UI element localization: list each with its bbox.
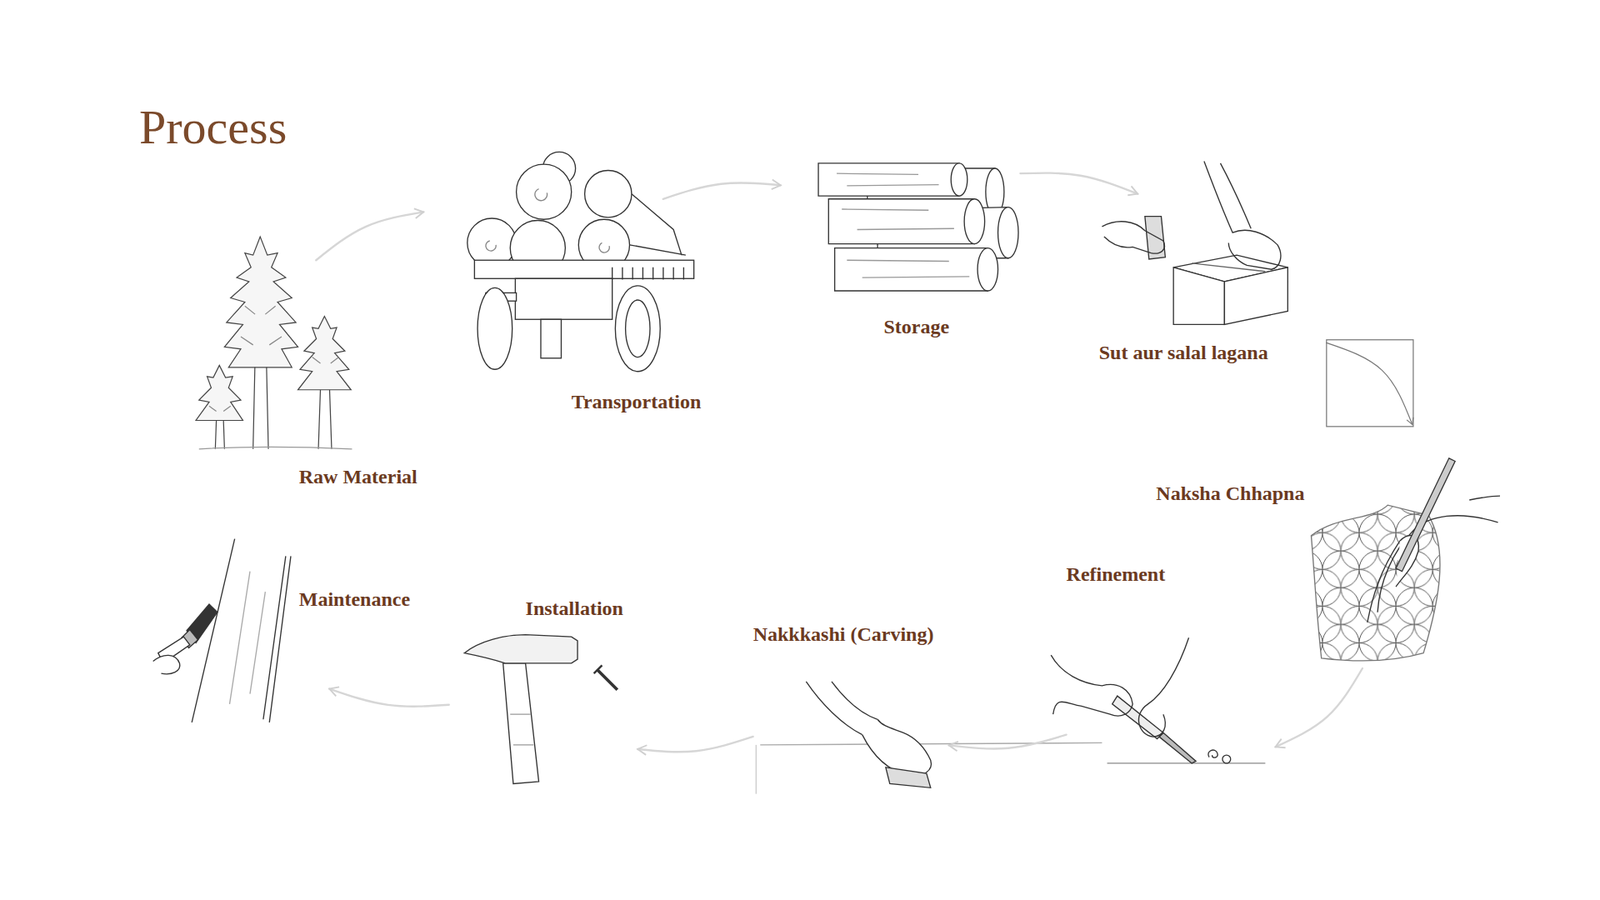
step-label: Naksha Chhapna [1155, 481, 1305, 506]
step-label: Nakkkashi (Carving) [753, 622, 935, 647]
marking-hands-sketch [1224, 267, 1288, 325]
process-step: Nakkkashi (Carving) [753, 620, 950, 794]
pattern-drawing-sketch [1395, 458, 1455, 572]
process-step: Storage [780, 173, 1021, 342]
log-stack-sketch [835, 248, 989, 291]
process-step: Installation [449, 595, 639, 788]
brush-plank-sketch [153, 539, 291, 723]
chisel-hands-sketch [1107, 762, 1266, 764]
hammer-sketch [596, 669, 617, 690]
sanding-hand-sketch [755, 681, 1102, 795]
step-label: Installation [525, 596, 624, 621]
log-truck-sketch [630, 194, 686, 255]
chisel-hands-sketch [1222, 755, 1231, 764]
square-diagram [1326, 340, 1414, 427]
process-step: Raw Material [235, 260, 430, 492]
marking-hands-sketch [1191, 263, 1265, 272]
sanding-hand-sketch [805, 681, 862, 735]
brush-plank-sketch [263, 555, 291, 723]
step-label: Storage [883, 315, 950, 340]
step-label: Sut aur salal lagana [1099, 340, 1269, 365]
flow-arrow [949, 735, 1067, 750]
flow-arrow [1020, 173, 1138, 195]
sanding-hand-sketch [760, 742, 1102, 745]
pattern-drawing-sketch [1305, 458, 1500, 674]
chisel-hands-sketch [1138, 637, 1189, 737]
log-stack-sketch [950, 163, 968, 196]
log-stack-sketch [836, 173, 970, 278]
flow-arrow [663, 182, 781, 199]
marking-hands-sketch [1101, 160, 1288, 325]
log-stack-sketch [818, 163, 960, 196]
hammer-sketch [510, 714, 534, 745]
log-stack-sketch [998, 207, 1019, 259]
hammer-sketch [594, 665, 603, 674]
sanding-hand-sketch [885, 767, 931, 788]
sanding-hand-sketch [831, 681, 878, 720]
marking-hands-sketch [1145, 216, 1165, 260]
marking-hands-sketch [1204, 160, 1281, 270]
log-truck-sketch [612, 267, 685, 280]
pattern-drawing-sketch [1377, 515, 1498, 613]
hammer-sketch [464, 635, 578, 664]
log-truck-sketch [515, 278, 612, 320]
log-truck-sketch [615, 285, 660, 372]
process-step: Naksha Chhapna [1155, 424, 1500, 669]
square-diagram [1326, 340, 1414, 427]
sanding-hand-sketch [862, 719, 932, 776]
tree-sketch [209, 305, 340, 411]
hammer-sketch [503, 663, 540, 784]
tree-sketch [199, 446, 353, 449]
step-label: Transportation [571, 390, 702, 415]
tree-sketch [224, 236, 298, 368]
log-truck-sketch [485, 189, 610, 254]
flow-arrow [1275, 668, 1363, 747]
step-label: Raw Material [299, 465, 418, 490]
marking-hands-sketch [1173, 267, 1225, 325]
log-truck-sketch [625, 300, 650, 358]
step-label: Maintenance [299, 587, 410, 612]
process-step: Maintenance [153, 530, 430, 690]
tree-sketch [195, 365, 243, 420]
pattern-drawing-sketch [1367, 540, 1400, 623]
chisel-hands-sketch [1208, 750, 1218, 758]
log-truck-sketch [474, 260, 694, 279]
brush-plank-sketch [230, 571, 266, 705]
process-step: Sut aur salal lagana [1099, 194, 1327, 344]
marking-hands-sketch [1220, 163, 1251, 229]
flow-arrow [315, 211, 424, 260]
log-stack-sketch [818, 163, 1019, 291]
flow-arrow [1326, 342, 1413, 425]
flow-arrow [637, 736, 753, 752]
tree-sketch [318, 390, 332, 450]
pattern-drawing-sketch [1305, 500, 1449, 674]
log-stack-sketch [828, 199, 975, 245]
chisel-hands-sketch [1050, 637, 1265, 764]
process-step: Refinement [1066, 560, 1276, 765]
process-step: Transportation [423, 199, 720, 417]
step-label: Refinement [1066, 562, 1166, 587]
tree-sketch [215, 420, 225, 449]
tree-sketch [195, 236, 352, 450]
marking-hands-sketch [1101, 221, 1165, 254]
chisel-hands-sketch [1112, 695, 1164, 739]
hammer-sketch [464, 635, 618, 785]
sanding-hand-sketch [755, 745, 757, 795]
tree-sketch [253, 357, 269, 450]
log-truck-sketch [540, 319, 561, 359]
brush-plank-sketch [153, 655, 180, 674]
chisel-hands-sketch [1050, 655, 1133, 716]
log-stack-sketch [977, 248, 998, 291]
log-truck-sketch [477, 287, 513, 370]
pattern-drawing-sketch [1469, 495, 1500, 500]
log-truck-sketch [585, 170, 632, 217]
diagram-title: Process [139, 103, 287, 152]
tree-sketch [298, 316, 352, 390]
chisel-hands-sketch [1159, 732, 1196, 764]
flow-arrow [329, 689, 450, 707]
log-truck-sketch [467, 151, 695, 371]
log-stack-sketch [964, 199, 985, 245]
log-truck-sketch [516, 164, 572, 220]
